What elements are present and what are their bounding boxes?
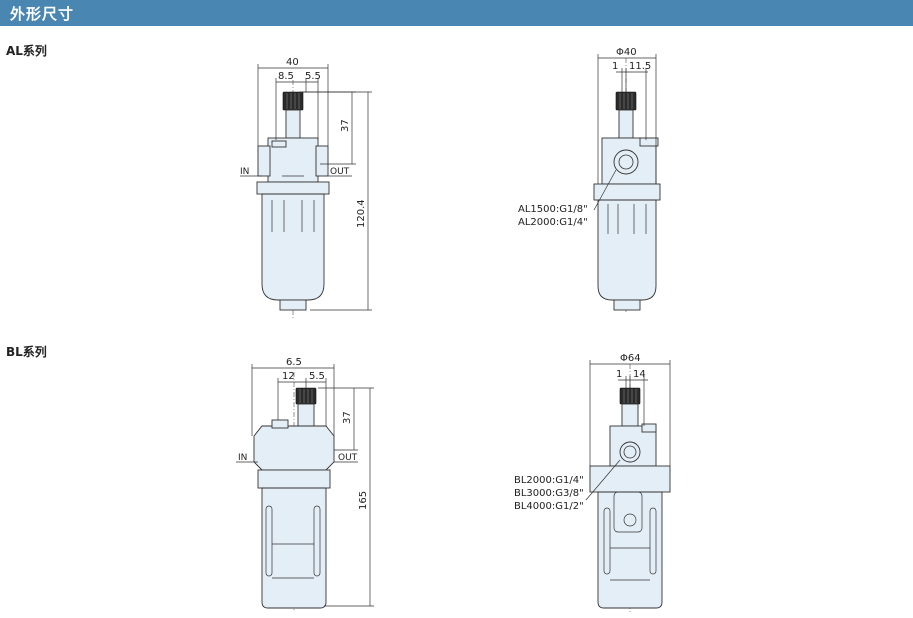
al-front-drawing: 40 8.5 5.5 37 120.4 IN OUT <box>240 57 372 318</box>
al-top-height-dimension: 37 <box>340 119 351 132</box>
al-side-offset-1: 1 <box>612 61 618 72</box>
bl-total-height-dimension: 165 <box>358 491 369 510</box>
bl-side-diameter: Φ64 <box>620 353 641 364</box>
al-offset-dimension-1: 8.5 <box>278 71 294 82</box>
bl-port-spec-3: BL4000:G1/2" <box>514 501 584 512</box>
section-label-al: AL系列 <box>6 44 47 58</box>
bl-offset-dimension-2: 5.5 <box>309 371 325 382</box>
bl-side-offset-2: 14 <box>633 369 646 380</box>
bl-width-dimension: 6.5 <box>286 357 302 368</box>
bl-top-height-dimension: 37 <box>342 411 353 424</box>
bl-front-drawing: 6.5 12 5.5 37 165 IN OUT <box>236 357 374 612</box>
header-bar: 外形尺寸 <box>0 0 913 26</box>
page-title: 外形尺寸 <box>10 5 75 23</box>
al-port-spec-2: AL2000:G1/4" <box>518 217 588 228</box>
al-port-spec-1: AL1500:G1/8" <box>518 204 588 215</box>
al-offset-dimension-2: 5.5 <box>305 71 321 82</box>
al-width-dimension: 40 <box>286 57 299 68</box>
al-out-label: OUT <box>330 167 350 177</box>
bl-in-label: IN <box>238 453 247 463</box>
bl-side-offset-1: 1 <box>616 369 622 380</box>
section-label-bl: BL系列 <box>6 345 47 359</box>
bl-port-spec-1: BL2000:G1/4" <box>514 475 584 486</box>
al-total-height-dimension: 120.4 <box>356 199 367 228</box>
bl-offset-dimension-1: 12 <box>282 371 295 382</box>
bl-out-label: OUT <box>338 453 358 463</box>
bl-port-spec-2: BL3000:G3/8" <box>514 488 584 499</box>
bl-side-drawing: Φ64 1 14 BL2000:G1/4" BL3000:G3/8" BL400… <box>514 353 671 612</box>
al-in-label: IN <box>240 167 249 177</box>
al-side-offset-2: 11.5 <box>629 61 651 72</box>
al-side-diameter: Φ40 <box>616 47 637 58</box>
al-side-drawing: Φ40 1 11.5 AL1500:G1/8" AL2000:G1/4" <box>518 47 661 312</box>
